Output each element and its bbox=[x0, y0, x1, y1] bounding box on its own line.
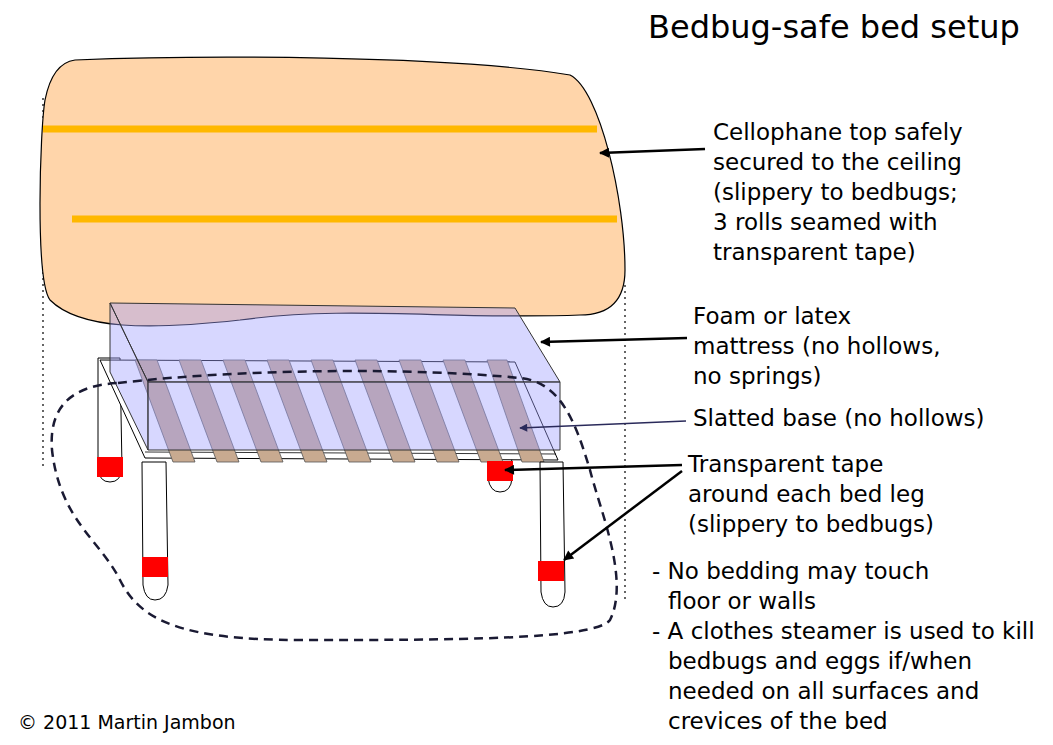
label-slot: Foam or latex mattress (no hollows, no s… bbox=[693, 301, 951, 391]
bed-leg bbox=[540, 462, 565, 607]
label-slot: Slatted base (no hollows) bbox=[693, 403, 1023, 433]
title-slot: Bedbug-safe bed setup bbox=[648, 8, 1020, 46]
leader-arrow bbox=[520, 421, 686, 428]
label-slot: - A clothes steamer is used to kill bedb… bbox=[652, 616, 1046, 736]
leader-arrow bbox=[541, 338, 687, 342]
callout-label: Slatted base (no hollows) bbox=[693, 403, 1023, 433]
clearance-outline bbox=[52, 371, 617, 640]
label-slot: Transparent tape around each bed leg (sl… bbox=[688, 449, 950, 539]
callout-label: Cellophane top safely secured to the cei… bbox=[713, 117, 971, 267]
tape-seam bbox=[72, 216, 617, 223]
leader-arrow bbox=[564, 471, 682, 560]
diagram-title: Bedbug-safe bed setup bbox=[648, 8, 1020, 46]
tape-seam bbox=[43, 126, 597, 133]
copyright-note: © 2011 Martin Jambon bbox=[18, 710, 338, 735]
callout-label: Transparent tape around each bed leg (sl… bbox=[688, 449, 950, 539]
tape-band bbox=[538, 561, 564, 581]
guide-line bbox=[624, 285, 625, 600]
tape-band bbox=[142, 557, 168, 577]
mattress-front bbox=[148, 382, 560, 450]
label-slot: © 2011 Martin Jambon bbox=[18, 710, 338, 735]
leader-arrow bbox=[600, 149, 705, 153]
callout-label: - No bedding may touch floor or walls bbox=[652, 556, 958, 616]
tape-band bbox=[97, 457, 123, 477]
leader-arrow bbox=[505, 465, 682, 470]
label-slot: Cellophane top safely secured to the cei… bbox=[713, 117, 971, 267]
callout-label: - A clothes steamer is used to kill bedb… bbox=[652, 616, 1046, 736]
mattress-side bbox=[110, 303, 148, 450]
bed-leg bbox=[142, 462, 168, 600]
cellophane-sheet bbox=[40, 57, 625, 326]
callout-label: Foam or latex mattress (no hollows, no s… bbox=[693, 301, 951, 391]
label-slot: - No bedding may touch floor or walls bbox=[652, 556, 958, 616]
